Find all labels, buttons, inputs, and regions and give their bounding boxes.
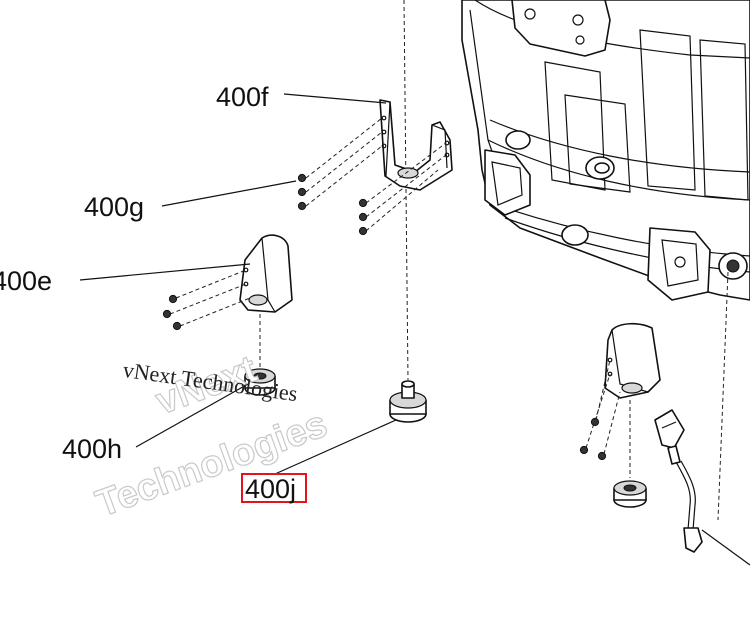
callout-400e: 400e <box>0 266 52 296</box>
callout-400j: 400j <box>245 474 296 504</box>
screws-400e <box>162 294 182 331</box>
bracket-400e <box>239 234 293 313</box>
screw-dash-lines-400e <box>169 269 251 327</box>
axis-line-far-right <box>717 271 729 521</box>
leader-400j <box>274 419 397 475</box>
grommet-right <box>613 480 647 508</box>
sensor-cable <box>654 409 750 566</box>
leader-400g <box>161 180 297 207</box>
callout-400j-group: 400j <box>241 473 307 504</box>
axis-line-center <box>403 0 409 381</box>
screw-dash-lines-right <box>585 359 621 455</box>
foot-400j <box>389 380 427 423</box>
screws-400g <box>297 173 368 236</box>
highlight-box <box>241 473 307 503</box>
screw-dash-lines-400f <box>305 117 447 232</box>
bracket-right <box>604 322 661 399</box>
leader-400e <box>79 263 251 281</box>
callout-400h: 400h <box>62 434 122 464</box>
bracket-400f <box>379 99 453 191</box>
leader-400f <box>283 93 387 104</box>
leader-400h <box>135 383 249 448</box>
screws-right <box>579 417 607 461</box>
machine-housing <box>461 0 750 301</box>
callout-400f: 400f <box>216 82 269 112</box>
callout-400g: 400g <box>84 192 144 222</box>
grommet-400h <box>244 368 276 396</box>
